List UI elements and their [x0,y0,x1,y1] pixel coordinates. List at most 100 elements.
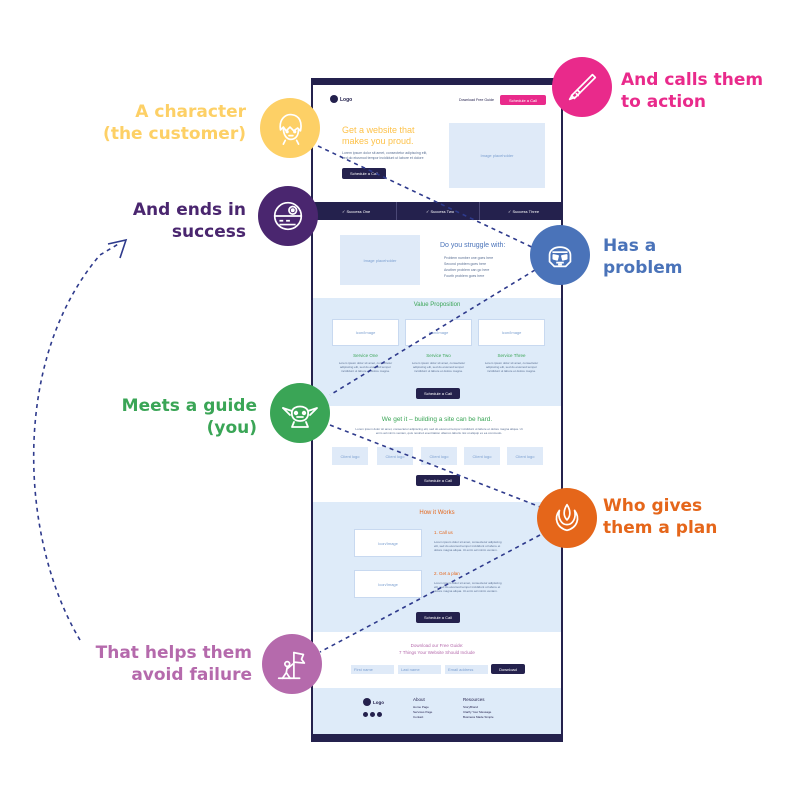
social-icon[interactable] [363,712,368,717]
footer-about-links: Home Page Services Page Contact [413,705,432,720]
top-bar [313,78,561,85]
label-success-line-2: success [171,222,246,242]
value-icon-2: Icon/Image [405,319,472,346]
label-plan-line-1: Who gives [603,496,703,516]
email-input[interactable]: Email address [445,665,488,674]
lightsaber-icon [552,57,612,117]
first-name-input[interactable]: First name [351,665,394,674]
flag-figure-icon [262,634,322,694]
download-line-2: 7 Things Your Website Should Include [399,650,475,655]
hero-body-1: Lorem ipsum dolor sit amet, consectetur … [342,151,428,155]
last-name-input[interactable]: Last name [398,665,441,674]
struggle-item: Problem number one goes here [444,256,494,260]
service-body-line: incididunt ut labore et dolore magna. [341,369,390,373]
footer-resources-title: Resources [463,697,485,702]
value-schedule-button[interactable]: Schedule a Call [416,388,460,399]
footer [313,688,561,736]
label-action-line-2: to action [621,92,707,112]
service-three-body: Lorem ipsum dolor sit amet, consectetur … [478,361,545,373]
label-action-line-1: And calls them [621,70,764,90]
label-problem-line-1: Has a [603,236,657,256]
logo-mark [330,95,338,103]
rebel-alliance-icon [537,488,597,548]
website-wireframe: Logo Download Free Guide Schedule a Call… [311,78,563,742]
label-failure: That helps them avoid failure [60,642,252,686]
empathy-body: Lorem ipsum dolor sit amet, consectetur … [331,427,547,435]
how-step-1-title: 1. Call us [434,530,453,535]
how-title: How it Works [419,510,455,516]
how-step-2-title: 2. Get a plan [434,571,460,576]
success-divider [396,202,397,220]
label-character-line-1: A character [135,102,246,122]
how-body-line: dolore magna aliqua. Ut enim ad minim ve… [434,589,498,593]
success-three: ✓ Success Three [508,209,540,214]
struggle-image-placeholder: Image placeholder [340,235,420,285]
footer-about-title: About [413,697,425,702]
service-two-title: Service Two [426,353,451,358]
hero-schedule-button[interactable]: Schedule a Call [342,168,386,179]
how-step-2-body: Lorem ipsum dolor sit amet, consectetur … [434,581,502,593]
label-plan: Who gives them a plan [603,495,783,539]
footer-link[interactable]: Clarify Your Message [463,710,492,714]
hero-character-icon [260,98,320,158]
empathy-body-line: enim ad minim veniam, quis nostrud exerc… [375,431,503,435]
success-two: ✓ Success Two [426,209,454,214]
empathy-schedule-button[interactable]: Schedule a Call [416,475,460,486]
label-guide-line-2: (you) [206,418,257,438]
footer-link[interactable]: StoryBrand [463,705,479,709]
header-logo-text: Logo [340,97,353,103]
label-plan-line-2: them a plan [603,518,718,538]
header-cta-button[interactable]: Schedule a Call [500,95,546,105]
download-button[interactable]: Download [491,664,525,674]
label-success: And ends in success [60,199,246,243]
download-guide-link[interactable]: Download Free Guide [459,98,494,102]
struggle-item: Fourth problem goes here [444,274,485,278]
footer-link[interactable]: Contact [413,715,424,719]
service-one-body: Lorem ipsum dolor sit amet, consectetur … [332,361,399,373]
hero-body-2: sed do eiusmod tempor incididunt ut labo… [342,156,424,160]
label-guide-line-1: Meets a guide [121,396,257,416]
stormtrooper-icon [530,225,590,285]
footer-link[interactable]: Services Page [413,710,433,714]
service-three-title: Service Three [497,353,526,358]
label-failure-line-2: avoid failure [131,665,252,685]
label-failure-line-1: That helps them [95,643,252,663]
value-title: Value Proposition [413,302,461,308]
curved-arrow-path [32,242,121,641]
footer-resources-links: StoryBrand Clarify Your Message Business… [463,705,494,720]
struggle-item: Second problem goes here [444,262,487,266]
client-logo: Client logo [421,447,457,465]
value-icon-3: Icon/Image [478,319,545,346]
label-character-line-2: (the customer) [103,124,246,144]
service-one-title: Service One [353,353,378,358]
label-problem: Has a problem [603,235,773,279]
how-step-1-body: Lorem ipsum dolor sit amet, consectetur … [434,540,502,552]
value-icon-1: Icon/Image [332,319,399,346]
struggle-item: Another problem can go here [444,268,490,272]
download-line-1: Download our Free Guide: [410,643,464,648]
hero-image-placeholder: Image placeholder [449,123,545,188]
success-divider [479,202,480,220]
client-logo: Client logo [507,447,543,465]
client-logo: Client logo [464,447,500,465]
death-star-icon [258,186,318,246]
label-guide: Meets a guide (you) [60,395,257,439]
hero-headline-2: makes you proud. [342,136,414,146]
label-character: A character (the customer) [60,101,246,145]
footer-link[interactable]: Business Made Simple [463,715,494,719]
how-step-1-icon: Icon/Image [354,529,422,557]
footer-link[interactable]: Home Page [413,705,429,709]
client-logo: Client logo [332,447,368,465]
yoda-icon [270,383,330,443]
empathy-title: We get it – building a site can be hard. [381,416,493,423]
success-one: ✓ Success One [342,209,371,214]
struggle-title: Do you struggle with: [440,242,506,249]
social-icon[interactable] [370,712,375,717]
client-logo: Client logo [377,447,413,465]
label-success-line-1: And ends in [132,200,246,220]
how-schedule-button[interactable]: Schedule a Call [416,612,460,623]
hero-headline-1: Get a website that [342,125,415,135]
how-body-line: dolore magna aliqua. Ut enim ad minim ve… [434,548,498,552]
social-icon[interactable] [377,712,382,717]
bottom-bar [313,734,561,742]
